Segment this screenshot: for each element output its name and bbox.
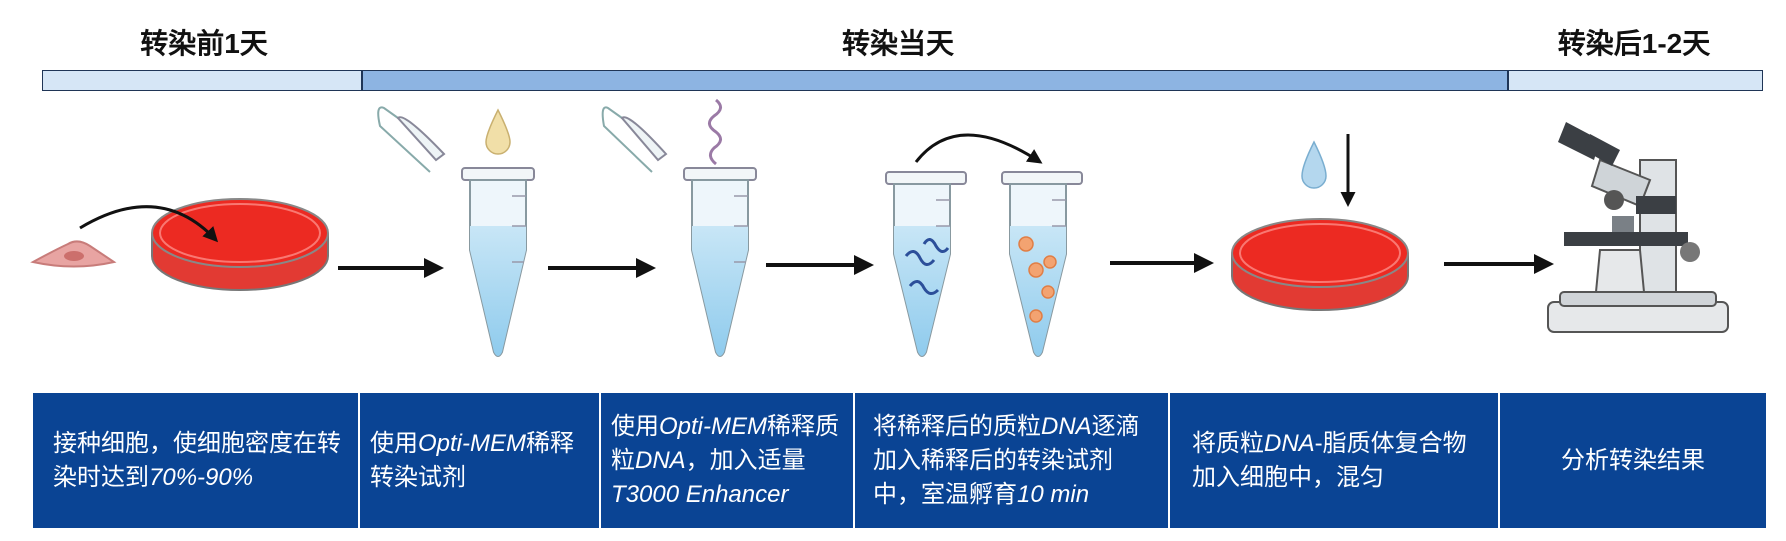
curved-arrow-icon xyxy=(914,133,1043,164)
step-text-run: 10 min xyxy=(1017,480,1090,508)
step-text-run: 接种细胞，使细胞密度在转染时达到 xyxy=(53,429,341,491)
tube-icon xyxy=(885,171,967,357)
step-box-6: 分析转染结果 xyxy=(1500,393,1766,528)
step-text: 接种细胞，使细胞密度在转染时达到70%-90% xyxy=(53,427,348,495)
step-text-run: 稀释质粒 xyxy=(611,412,839,474)
step-text-run: DNA xyxy=(1264,429,1315,457)
step-text-run: -脂质体复合物加入细胞中，混匀 xyxy=(1192,429,1467,491)
phase-label-after: 转染后1-2天 xyxy=(1557,28,1711,59)
microscope-icon xyxy=(1547,122,1729,333)
timeline-bar xyxy=(42,70,1763,91)
phase-label-day-of: 转染当天 xyxy=(841,28,955,59)
arrow-icon xyxy=(338,253,1554,278)
step-text-run: DNA xyxy=(1041,412,1092,440)
illustration-area xyxy=(30,98,1729,357)
dna-strand-icon xyxy=(904,238,950,295)
step-text-run: Opti-MEM xyxy=(418,429,526,457)
step-text-run: 分析转染结果 xyxy=(1561,446,1705,474)
timeline-segment-day-of xyxy=(362,70,1508,91)
step-text: 分析转染结果 xyxy=(1561,444,1705,478)
step-text-run: ，加入适量 xyxy=(685,446,806,474)
step-box-5: 将质粒DNA-脂质体复合物加入细胞中，混匀 xyxy=(1170,393,1500,528)
step-text-run: 使用 xyxy=(611,412,659,440)
dna-strand-icon xyxy=(708,98,722,166)
step-box-4: 将稀释后的质粒DNA逐滴加入稀释后的转染试剂中，室温孵育10 min xyxy=(855,393,1170,528)
petri-dish-icon xyxy=(151,198,329,291)
cell-icon xyxy=(30,240,117,268)
drop-icon xyxy=(485,108,511,155)
step-text-run: T3000 Enhancer xyxy=(611,480,789,508)
step-text-run: DNA xyxy=(635,446,686,474)
curved-arrow-icon xyxy=(79,205,219,243)
step-text: 将质粒DNA-脂质体复合物加入细胞中，混匀 xyxy=(1192,427,1488,495)
step-description-row: 接种细胞，使细胞密度在转染时达到70%-90% 使用Opti-MEM稀释转染试剂… xyxy=(33,393,1766,528)
step-box-1: 接种细胞，使细胞密度在转染时达到70%-90% xyxy=(33,393,360,528)
step-text-run: 使用 xyxy=(370,429,418,457)
timeline-segment-before xyxy=(42,70,362,91)
timeline-segment-after xyxy=(1508,70,1763,91)
step-text-run: 稀释转染试剂 xyxy=(370,429,574,491)
step-text: 使用Opti-MEM稀释质粒DNA，加入适量 T3000 Enhancer xyxy=(611,410,843,512)
step-text: 使用Opti-MEM稀释转染试剂 xyxy=(370,427,589,495)
tube-icon xyxy=(601,106,757,357)
step-text-run: 70%-90% xyxy=(149,463,254,491)
petri-dish-icon xyxy=(1231,218,1409,311)
step-box-2: 使用Opti-MEM稀释转染试剂 xyxy=(360,393,601,528)
step-text-run: Opti-MEM xyxy=(659,412,767,440)
phase-label-before: 转染前1天 xyxy=(140,28,268,59)
tube-icon xyxy=(377,106,535,357)
step-text: 将稀释后的质粒DNA逐滴加入稀释后的转染试剂中，室温孵育10 min xyxy=(873,410,1158,512)
step-text-run: 将质粒 xyxy=(1192,429,1264,457)
tube-icon xyxy=(1001,171,1083,357)
step-text-run: 逐滴加入稀释后的转染试剂中，室温孵育 xyxy=(873,412,1140,508)
lipid-particle-icon xyxy=(1018,236,1057,323)
step-box-3: 使用Opti-MEM稀释质粒DNA，加入适量 T3000 Enhancer xyxy=(601,393,855,528)
step-text-run: 将稀释后的质粒 xyxy=(873,412,1041,440)
drop-icon xyxy=(1301,140,1327,189)
